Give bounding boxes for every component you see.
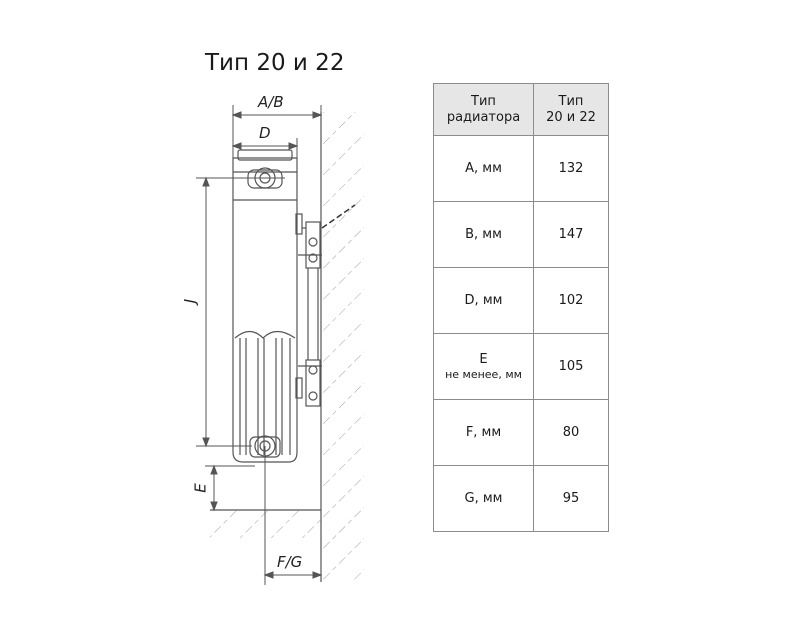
dim-label-ab: A/B [258,93,284,111]
row-label: D, мм [433,267,534,334]
spec-table: Тип радиатора Тип 20 и 22 A, мм 132 B, м… [433,83,609,532]
row-value: 105 [533,333,609,400]
wall-bracket-rail [307,268,319,360]
dimension-ab [231,105,323,160]
table-row: F, мм 80 [433,399,609,466]
dim-label-d: D [259,124,271,142]
spec-table-header: Тип радиатора Тип 20 и 22 [433,83,609,136]
header-radiator-type: Тип радиатора [433,83,534,136]
floor-hatching [210,510,322,538]
row-label: B, мм [433,201,534,268]
wall-hatching [322,112,364,582]
dimension-fg [263,446,323,585]
row-label: F, мм [433,399,534,466]
table-row: B, мм 147 [433,201,609,268]
row-value: 147 [533,201,609,268]
table-row: G, мм 95 [433,465,609,532]
dim-label-j: J [181,298,200,304]
wall-bracket-top [295,213,322,269]
dimension-j [196,176,285,448]
dimension-e [205,464,255,512]
radiator-body [232,149,298,463]
row-value: 102 [533,267,609,334]
table-row: D, мм 102 [433,267,609,334]
dim-label-e: E [191,483,210,493]
dim-label-fg: F/G [277,553,303,571]
row-value: 80 [533,399,609,466]
table-row: E не менее, мм 105 [433,333,609,400]
row-value: 95 [533,465,609,532]
row-label: A, мм [433,135,534,202]
row-label: G, мм [433,465,534,532]
dimension-d [231,138,299,158]
table-row: A, мм 132 [433,135,609,202]
header-type-20-22: Тип 20 и 22 [533,83,609,136]
row-value: 132 [533,135,609,202]
anchor-screw [321,204,356,229]
radiator-side-view-drawing [196,105,364,585]
row-sublabel: не менее, мм [445,367,522,381]
wall-bracket-bottom [295,359,322,407]
diagram-title: Тип 20 и 22 [205,50,345,76]
row-label: E не менее, мм [433,333,534,400]
